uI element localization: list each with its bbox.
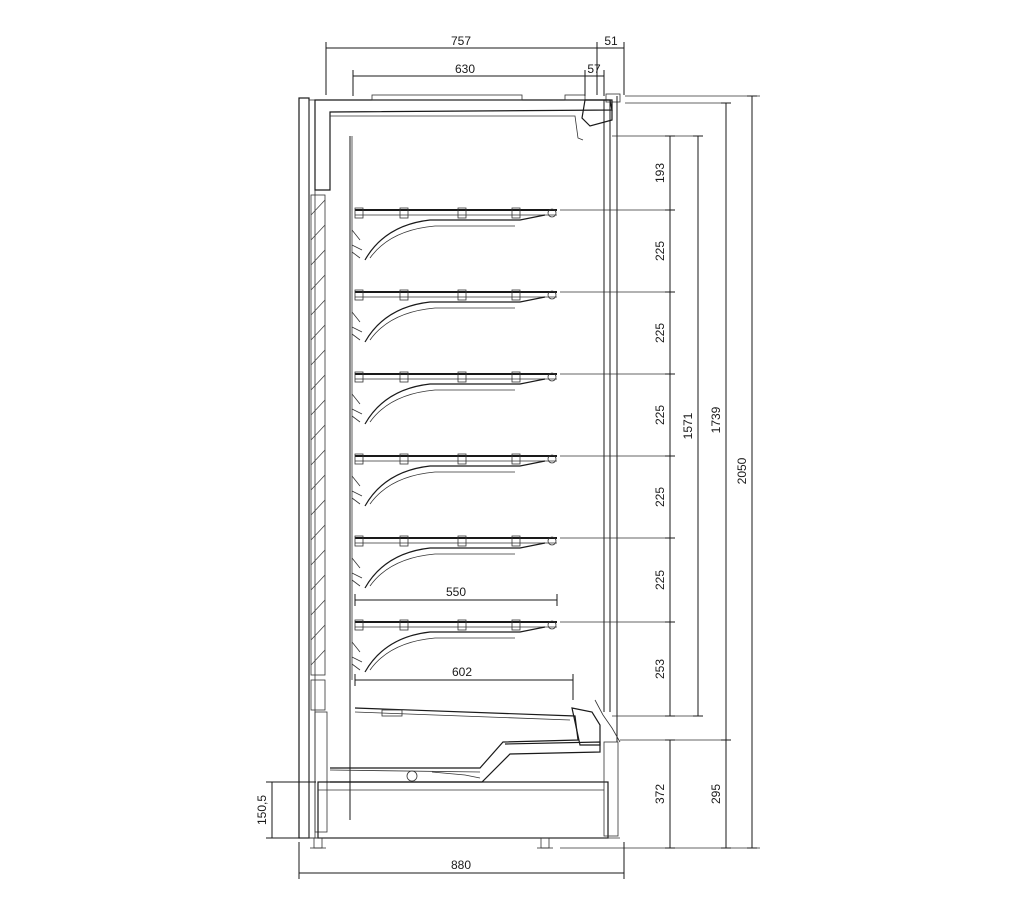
dim-225-e: 225 <box>653 570 667 590</box>
dim-150-5: 150,5 <box>255 795 269 825</box>
base-well <box>300 699 621 849</box>
dim-757: 757 <box>451 34 471 48</box>
dim-51: 51 <box>604 34 618 48</box>
dimension-1739: 1739 <box>709 102 731 741</box>
shelves <box>351 207 557 673</box>
shelf-5 <box>351 535 557 589</box>
dimension-757: 757 <box>325 34 598 95</box>
insulation-hatch <box>310 199 326 666</box>
dimension-630: 630 <box>352 62 586 96</box>
dimension-880: 880 <box>298 842 625 879</box>
shelf-4 <box>351 453 557 507</box>
dimension-1571: 1571 <box>681 135 703 717</box>
dim-225-c: 225 <box>653 405 667 425</box>
dim-372: 372 <box>653 784 667 804</box>
shelf-reference-lines <box>560 95 760 849</box>
dim-550: 550 <box>446 585 466 599</box>
dim-602: 602 <box>452 665 472 679</box>
shelf-2 <box>351 289 557 343</box>
shelf-3 <box>351 371 557 425</box>
shelf-1 <box>351 207 557 261</box>
dimension-150-5: 150,5 <box>255 781 316 839</box>
dim-630: 630 <box>455 62 475 76</box>
dimension-51: 51 <box>597 34 625 95</box>
dimension-295: 295 <box>709 740 731 849</box>
dim-225-a: 225 <box>653 241 667 261</box>
dimension-chain-shelves: 193 225 225 225 225 225 253 372 <box>653 135 675 849</box>
dimension-602: 602 <box>354 665 574 700</box>
dim-1571: 1571 <box>681 412 695 439</box>
dim-193: 193 <box>653 163 667 183</box>
dim-880: 880 <box>451 858 471 872</box>
dim-295: 295 <box>709 784 723 804</box>
dim-57: 57 <box>587 62 601 76</box>
dim-2050: 2050 <box>735 457 749 484</box>
shelf-6 <box>351 619 557 673</box>
dim-1739: 1739 <box>709 406 723 433</box>
dimension-57: 57 <box>585 62 605 96</box>
dim-225-d: 225 <box>653 487 667 507</box>
dim-253: 253 <box>653 659 667 679</box>
dimension-550: 550 <box>354 585 558 606</box>
dimension-2050: 2050 <box>735 95 757 849</box>
dim-225-b: 225 <box>653 323 667 343</box>
